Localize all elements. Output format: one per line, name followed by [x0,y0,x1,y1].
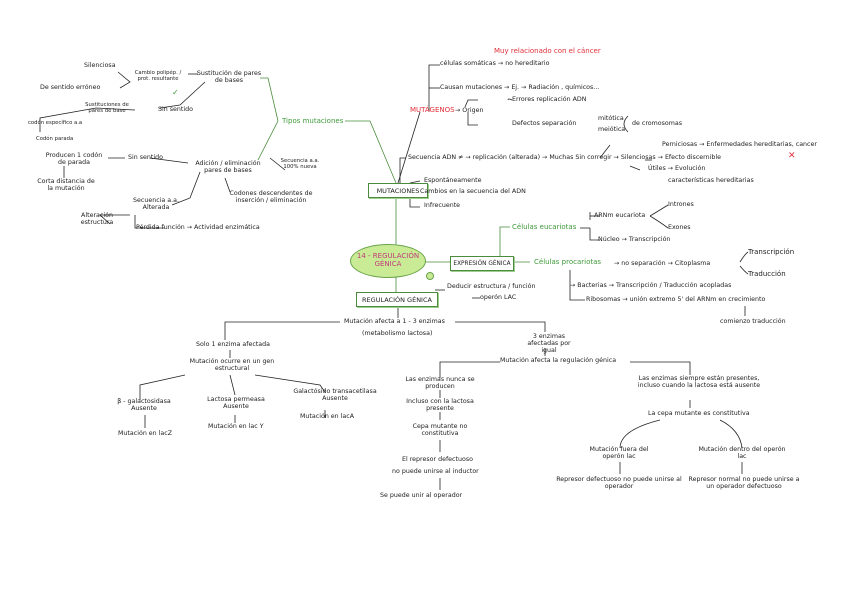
center-label: 14 - REGULACIÓN GÉNICA [356,252,420,268]
cepa-constitutiva: La cepa mutante es constitutiva [648,410,750,417]
enzimas-siempre: Las enzimas siempre están presentes, inc… [637,375,761,390]
origen: → Origen [455,107,484,114]
tipos-mutaciones: Tipos mutaciones [282,117,344,125]
solo-una-enzima: Solo 1 enzima afectada [196,341,270,348]
mutaciones-box: MUTACIONES [368,183,428,198]
represor-fuera: Represor defectuoso no puede unirse al o… [556,476,682,491]
celulas-somaticas: células somáticas → no hereditario [440,60,550,67]
causan-mutaciones: Causan mutaciones → Ej. → Radiación , qu… [440,84,600,91]
mutacion-lacy: Mutación en lac Y [208,423,264,430]
codon-parada: Codón parada [36,136,74,142]
no-inductor: no puede unirse al inductor [392,468,479,475]
mutacion-dentro: Mutación dentro del operón lac [698,446,786,461]
lactosa-permeasa-ausente: Lactosa permeasa Ausente [207,396,265,411]
alteracion-estructura: Alteración estructura [80,212,114,227]
afecta-regulacion: Mutación afecta la regulación génica [500,357,617,364]
represor-dentro: Represor normal no puede unirse a un ope… [688,476,800,491]
caracteristicas-hereditarias: características hereditarias [668,177,754,184]
infrecuente: Infrecuente [424,202,461,209]
intrones: Intrones [668,201,694,208]
expresion-label: EXPRESIÓN GÉNICA [453,260,511,267]
comienzo-traduccion: comienzo traducción [720,318,786,325]
gen-estructural: Mutación ocurre en un gen estructural [189,358,275,373]
regulacion-box: REGULACIÓN GÉNICA [356,292,438,307]
se-une-operador: Se puede unir al operador [380,492,463,499]
cambio-polipeptido: Cambio polipép. / prot. resultante [134,70,182,83]
regulacion-label: REGULACIÓN GÉNICA [362,295,432,304]
secuencia-alterada: Secuencia a.a. Alterada [133,197,179,212]
cepa-no-constitutiva: Cepa mutante no constitutiva [412,423,468,438]
defectos-separacion: Defectos separación [512,120,577,127]
check-icon: ✓ [172,88,179,97]
ribosomas: Ribosomas → unión extremo 5' del ARNm en… [586,296,766,303]
producen-codon: Producen 1 codón de parada [45,152,103,167]
sentido-erroneo: De sentido erróneo [40,84,101,91]
meiotica: meiótica [598,126,626,133]
mutagenos-label: MUTÁGENOS [410,106,455,114]
deducir-estructura: Deducir estructura / función [447,283,536,290]
celulas-eucariotas: Células eucariotas [512,223,577,231]
sin-sentido-2: Sin sentido [128,154,163,161]
cloud-dot [426,272,434,280]
nucleo-transcripcion: Núcleo → Transcripción [598,236,671,243]
no-separacion: → no separación → Citoplasma [614,260,711,267]
bacterias: → Bacterias → Transcripción / Traducción… [570,282,732,289]
incluso-lactosa: Incluso con la lactosa presente [406,398,474,413]
transcripcion: Transcripción [748,248,795,256]
silenciosa: Silenciosa [84,62,116,69]
sustituciones-pares: Sustituciones de pares de base [85,102,129,115]
secuencia-adn: Secuencia ADN ≠ → replicación (alterada)… [408,154,721,161]
errores-replicacion: Errores replicación ADN [512,96,587,103]
represor-defectuoso: El represor defectuoso [402,456,473,463]
mutacion-fuera: Mutación fuera del operón lac [589,446,649,461]
mutacion-laca: Mutación en lacA [300,413,355,420]
galactosidasa-ausente: β - galactosidasa Ausente [117,398,171,413]
sustitucion-pares: Sustitución de pares de bases [196,70,262,85]
utiles: Útiles → Evolución [648,165,706,172]
exones: Exones [668,224,691,231]
enzimas-nunca: Las enzimas nunca se producen [405,376,475,391]
tres-enzimas: 3 enzimas afectadas por igual [527,333,571,355]
codon-especifico: codón específico a.a [28,120,83,126]
de-cromosomas: de cromosomas [632,120,683,127]
mutacion-afecta-enzimas: Mutación afecta a 1 - 3 enzimas [344,318,445,325]
traduccion: Traducción [748,270,786,278]
arnm-eucariota: ARNm eucariota [594,212,646,219]
sin-sentido-1: Sin sentido [158,106,193,113]
mutacion-lacz: Mutación en lacZ [118,430,173,437]
cambios-secuencia: Cambios en la secuencia del ADN [420,188,526,195]
x-mark-icon: ✕ [788,151,796,161]
secuencia-nueva: Secuencia a.a. 100% nueva [280,158,320,171]
perdida-funcion: Pérdida función → Actividad enzimática [136,224,260,231]
codones-descendentes: Codones descendentes de inserción / elim… [229,190,313,205]
relacionado-cancer: Muy relacionado con el cáncer [494,47,601,55]
center-topic: 14 - REGULACIÓN GÉNICA [350,244,426,278]
espontaneamente: Espontáneamente [424,177,482,184]
transacetilasa-ausente: Galactósido transacetilasa Ausente [293,388,377,403]
perniciosas: Perniciosas → Enfermedades hereditarias,… [662,141,817,148]
metabolismo-lactosa: (metabolismo lactosa) [362,330,433,337]
mitotica: mitótica [598,115,624,122]
adicion-eliminacion: Adición / eliminación pares de bases [195,160,261,175]
mutaciones-label: MUTACIONES [376,186,420,195]
celulas-procariotas: Células procariotas [534,258,602,266]
operon-lac: operón LAC [480,294,517,301]
corta-distancia: Corta distancia de la mutación [37,178,95,193]
expresion-box: EXPRESIÓN GÉNICA [450,256,514,271]
